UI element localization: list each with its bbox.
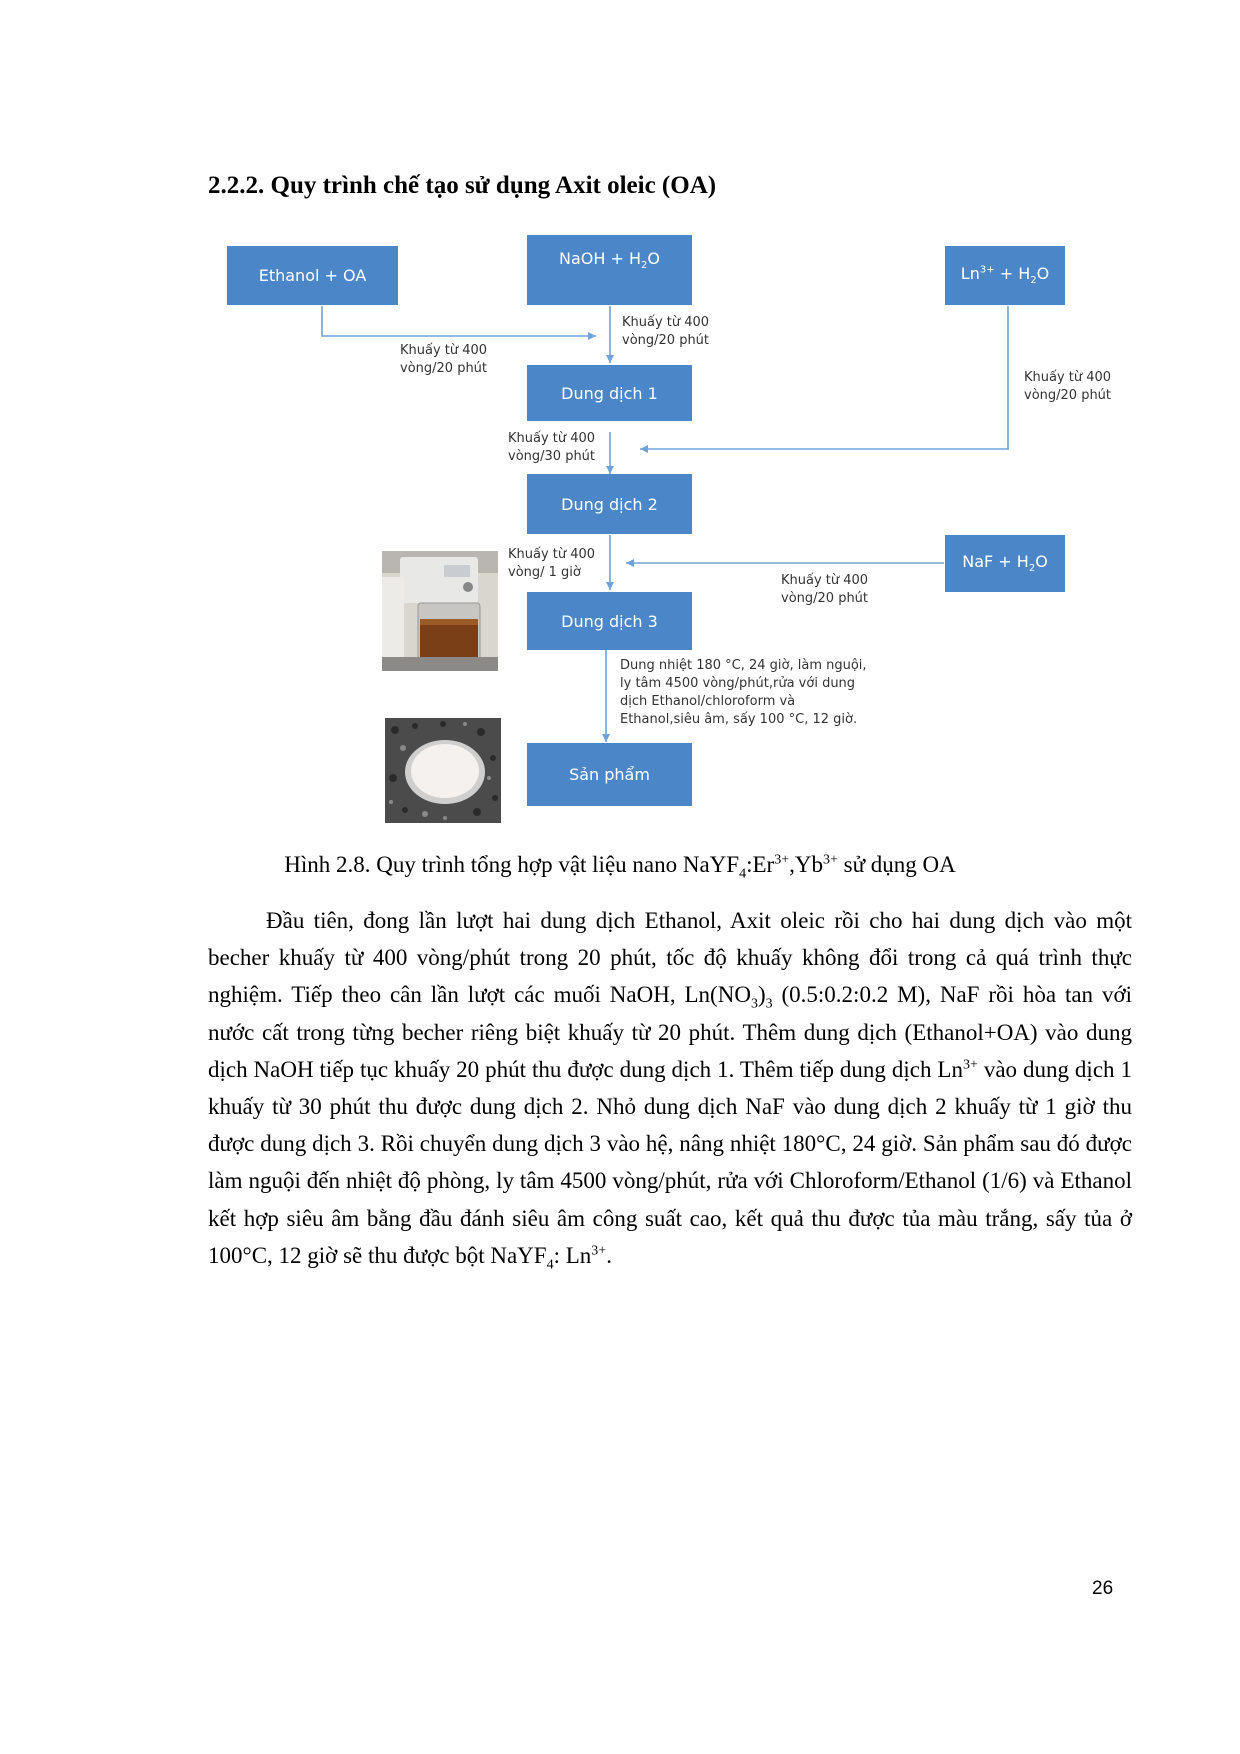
- figure-caption: Hình 2.8. Quy trình tổng hợp vật liệu na…: [284, 852, 956, 882]
- box-ethanol-oa-label: Ethanol + OA: [258, 266, 367, 285]
- box-dung-dich-2: Dung dịch 2: [527, 474, 692, 534]
- box-ln-h2o: Ln3+ + H2O: [945, 246, 1065, 305]
- body-paragraph: Đầu tiên, đong lần lượt hai dung dịch Et…: [208, 908, 1132, 1273]
- section-heading: 2.2.2. Quy trình chế tạo sử dụng Axit ol…: [208, 172, 717, 199]
- box-dung-dich-1: Dung dịch 1: [527, 365, 692, 421]
- box-naoh-label: NaOH + H2O: [559, 249, 660, 272]
- flowchart-arrows: [321, 306, 1009, 742]
- box-dung-dich-3: Dung dịch 3: [527, 592, 692, 650]
- powder-photo: [385, 718, 501, 823]
- box-product-label: Sản phẩm: [569, 765, 650, 784]
- box-naf-h2o: NaF + H2O: [945, 535, 1065, 592]
- box-dd1-label: Dung dịch 1: [561, 383, 658, 403]
- box-naf-label: NaF + H2O: [962, 552, 1048, 575]
- beaker-photo: [382, 551, 498, 671]
- box-dd2-label: Dung dịch 2: [561, 494, 658, 514]
- box-san-pham: Sản phẩm: [527, 743, 692, 806]
- box-ln-label: Ln3+ + H2O: [960, 264, 1050, 287]
- box-naoh-h2o: NaOH + H2O: [527, 235, 692, 305]
- arrow-ln-to-dd2: [640, 306, 1009, 453]
- label-process-conditions: Dung nhiệt 180 °C, 24 giờ, làm nguội, ly…: [620, 658, 867, 727]
- page-number: 26: [1092, 1578, 1114, 1599]
- box-dd3-label: Dung dịch 3: [561, 611, 658, 631]
- arrow-ethanol-to-dd1: [321, 306, 596, 340]
- box-ethanol-oa: Ethanol + OA: [227, 246, 398, 305]
- synthesis-flowchart: Ethanol + OA NaOH + H2O Ln3+ + H2O Dung …: [0, 0, 1240, 830]
